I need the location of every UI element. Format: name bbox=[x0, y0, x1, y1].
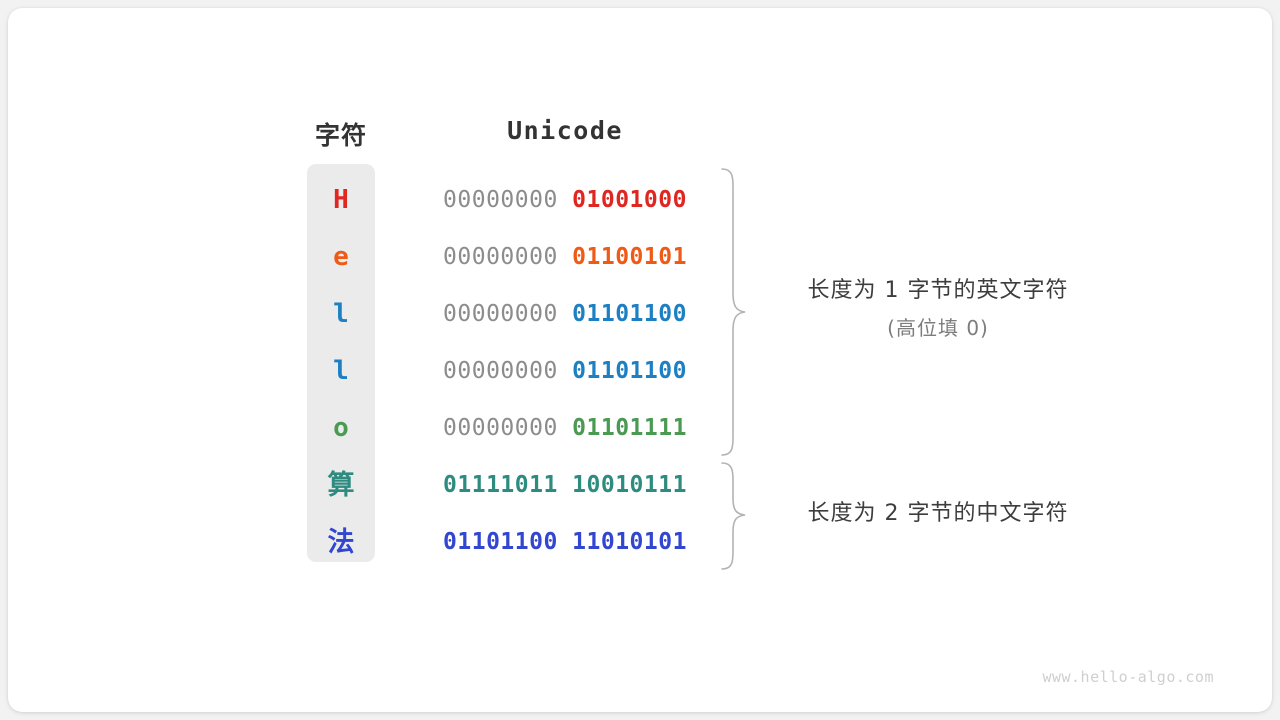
row-high-byte: 00000000 bbox=[443, 301, 573, 327]
column-header-unicode: Unicode bbox=[507, 116, 623, 145]
table-row: e 00000000 01100101 bbox=[8, 229, 1272, 286]
annotation-english-bytes: 长度为 1 字节的英文字符 (高位填 0) bbox=[780, 272, 1096, 341]
row-character: H bbox=[333, 185, 349, 215]
row-low-byte: 01101100 11010101 bbox=[443, 529, 687, 555]
table-row: 法 01101100 11010101 bbox=[8, 514, 1272, 571]
brace-english-rows bbox=[721, 168, 746, 456]
row-low-byte: 01101100 bbox=[572, 358, 687, 384]
row-low-byte: 01111011 10010111 bbox=[443, 472, 687, 498]
row-unicode-bits: 00000000 01101100 bbox=[425, 286, 705, 343]
row-character: o bbox=[333, 413, 349, 443]
row-character: 法 bbox=[327, 527, 355, 558]
annotation-chinese-line1: 长度为 2 字节的中文字符 bbox=[807, 501, 1069, 526]
annotation-english-line1: 长度为 1 字节的英文字符 bbox=[807, 278, 1069, 303]
row-unicode-bits: 01111011 10010111 bbox=[425, 457, 705, 514]
diagram-card: 字符 Unicode H 00000000 01001000 e 00000000 0… bbox=[8, 8, 1272, 712]
row-high-byte: 00000000 bbox=[443, 358, 573, 384]
row-low-byte: 01101111 bbox=[572, 415, 687, 441]
table-row: l 00000000 01101100 bbox=[8, 343, 1272, 400]
brace-chinese-rows bbox=[721, 462, 746, 570]
table-row: 算 01111011 10010111 bbox=[8, 457, 1272, 514]
table-row: l 00000000 01101100 bbox=[8, 286, 1272, 343]
unicode-encoding-diagram: 字符 Unicode H 00000000 01001000 e 00000000 0… bbox=[8, 8, 1272, 712]
row-unicode-bits: 00000000 01100101 bbox=[425, 229, 705, 286]
character-column-background bbox=[307, 164, 375, 562]
row-high-byte: 00000000 bbox=[443, 415, 573, 441]
row-character: l bbox=[333, 356, 349, 386]
row-unicode-bits: 00000000 01101111 bbox=[425, 400, 705, 457]
annotation-english-line2: (高位填 0) bbox=[887, 316, 989, 340]
column-header-character: 字符 bbox=[314, 121, 367, 150]
annotation-chinese-bytes: 长度为 2 字节的中文字符 bbox=[780, 495, 1096, 527]
table-row: o 00000000 01101111 bbox=[8, 400, 1272, 457]
table-row: H 00000000 01001000 bbox=[8, 172, 1272, 229]
row-character: 算 bbox=[327, 470, 355, 501]
row-character: l bbox=[333, 299, 349, 329]
row-low-byte: 01001000 bbox=[572, 187, 687, 213]
row-low-byte: 01100101 bbox=[572, 244, 687, 270]
row-unicode-bits: 00000000 01001000 bbox=[425, 172, 705, 229]
row-low-byte: 01101100 bbox=[572, 301, 687, 327]
row-high-byte: 00000000 bbox=[443, 244, 573, 270]
row-unicode-bits: 01101100 11010101 bbox=[425, 514, 705, 571]
row-high-byte: 00000000 bbox=[443, 187, 573, 213]
site-watermark: www.hello-algo.com bbox=[1042, 668, 1214, 686]
row-character: e bbox=[333, 242, 349, 272]
row-unicode-bits: 00000000 01101100 bbox=[425, 343, 705, 400]
